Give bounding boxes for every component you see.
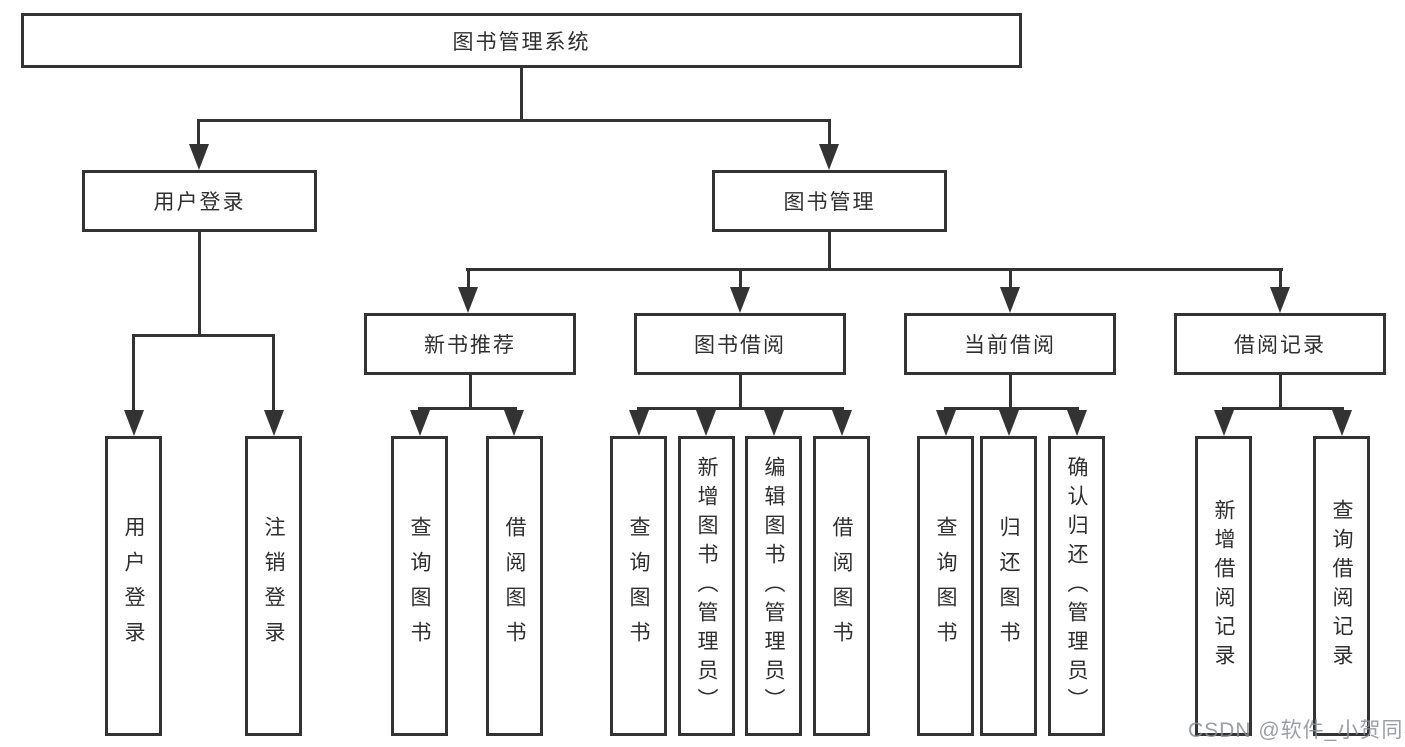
leaf-label: 查询图书 (627, 516, 650, 656)
connector-line (739, 268, 742, 290)
leaf-label: 用户登录 (122, 516, 145, 656)
node-book-borrowing: 图书借阅 (634, 313, 846, 375)
connector-arrow (764, 410, 784, 436)
connector-line (828, 232, 831, 271)
connector-line (198, 232, 201, 336)
node-label: 图书管理 (783, 191, 876, 214)
leaf-label: 编辑图书（管理员） (762, 455, 785, 717)
connector-line (272, 334, 275, 414)
connector-arrow (999, 410, 1019, 436)
node-label: 用户登录 (153, 191, 246, 214)
connector-arrow (696, 410, 716, 436)
leaf-cb-return-books: 归还图书 (980, 436, 1037, 736)
leaf-br-add-record: 新增借阅记录 (1195, 436, 1252, 736)
leaf-cb-query-books: 查询图书 (917, 436, 974, 736)
connector-arrow (819, 144, 839, 170)
connector-line (520, 68, 523, 122)
node-current-borrowing: 当前借阅 (904, 313, 1116, 375)
connector-arrow (832, 410, 852, 436)
connector-line (197, 119, 200, 147)
connector-line (944, 407, 1079, 410)
connector-arrow (1067, 410, 1087, 436)
leaf-label: 确认归还（管理员） (1065, 455, 1088, 717)
connector-arrow (1332, 410, 1352, 436)
leaf-label: 借阅图书 (503, 516, 526, 656)
connector-line (1009, 375, 1012, 410)
connector-arrow (1270, 287, 1290, 313)
node-new-book-recommendation: 新书推荐 (364, 313, 576, 375)
connector-arrow (1214, 410, 1234, 436)
connector-line (1009, 268, 1012, 290)
connector-arrow (458, 287, 478, 313)
connector-line (828, 119, 831, 147)
leaf-label: 归还图书 (997, 516, 1020, 656)
connector-line (197, 119, 831, 122)
leaf-label: 查询图书 (934, 516, 957, 656)
leaf-user-login: 用户登录 (105, 436, 162, 736)
leaf-bb-edit-books-admin: 编辑图书（管理员） (745, 436, 802, 736)
leaf-bb-borrow-books: 借阅图书 (813, 436, 870, 736)
connector-line (1279, 375, 1282, 410)
leaf-label: 借阅图书 (830, 516, 853, 656)
leaf-logout: 注销登录 (245, 436, 302, 736)
connector-arrow (730, 287, 750, 313)
connector-arrow (264, 410, 284, 436)
connector-line (637, 407, 844, 410)
connector-line (466, 268, 1283, 271)
node-label: 新书推荐 (424, 334, 516, 357)
connector-line (418, 407, 517, 410)
node-book-management: 图书管理 (712, 170, 947, 232)
leaf-label: 查询借阅记录 (1330, 499, 1353, 673)
node-label: 当前借阅 (964, 334, 1056, 357)
connector-arrow (504, 410, 524, 436)
leaf-label: 查询图书 (408, 516, 431, 656)
leaf-bb-add-books-admin: 新增图书（管理员） (678, 436, 735, 736)
connector-arrow (1000, 287, 1020, 313)
leaf-nb-query-books: 查询图书 (391, 436, 448, 736)
node-library-management-system: 图书管理系统 (21, 13, 1022, 68)
connector-arrow (410, 410, 430, 436)
connector-arrow (629, 410, 649, 436)
node-user-login: 用户登录 (82, 170, 317, 232)
connector-line (1222, 407, 1344, 410)
leaf-label: 注销登录 (262, 516, 285, 656)
connector-line (132, 334, 275, 337)
node-label: 借阅记录 (1234, 334, 1326, 357)
leaf-bb-query-books: 查询图书 (610, 436, 667, 736)
connector-arrow (189, 144, 209, 170)
leaf-br-query-record: 查询借阅记录 (1313, 436, 1370, 736)
connector-line (467, 268, 470, 290)
leaf-cb-confirm-return-admin: 确认归还（管理员） (1048, 436, 1105, 736)
leaf-label: 新增借阅记录 (1212, 499, 1235, 673)
connector-arrow (936, 410, 956, 436)
connector-line (739, 375, 742, 410)
connector-line (469, 375, 472, 410)
leaf-label: 新增图书（管理员） (695, 455, 718, 717)
node-label: 图书借阅 (694, 334, 786, 357)
connector-line (1279, 268, 1282, 290)
watermark-text: CSDN @软件_小贺同学 (1188, 719, 1405, 742)
leaf-nb-borrow-books: 借阅图书 (486, 436, 543, 736)
node-label: 图书管理系统 (452, 30, 591, 54)
connector-arrow (124, 410, 144, 436)
connector-line (132, 334, 135, 414)
node-borrowing-records: 借阅记录 (1174, 313, 1386, 375)
